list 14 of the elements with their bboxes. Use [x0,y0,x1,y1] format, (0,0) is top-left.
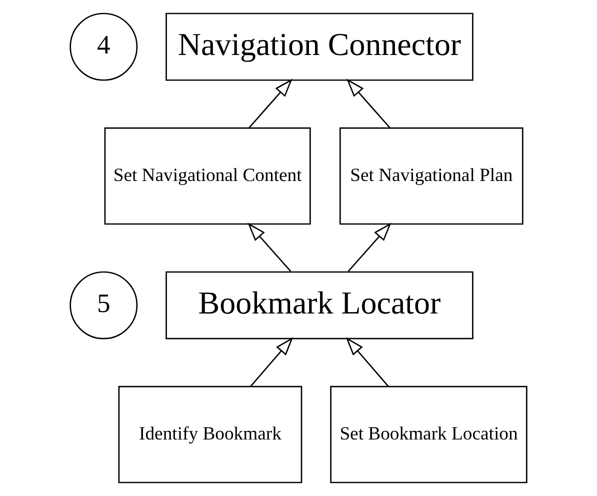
node-box: Bookmark Locator [166,271,474,340]
arrow [346,78,391,128]
arrow [248,222,292,272]
arrow [348,222,392,272]
node-box: Set Navigational Plan [339,127,524,225]
arrow [250,337,294,387]
node-circle: 5 [70,271,138,340]
arrow [346,337,389,387]
node-box: Navigation Connector [166,12,474,81]
node-box: Set Bookmark Location [330,386,528,484]
node-box: Identify Bookmark [118,386,302,484]
arrow [248,78,293,128]
node-box: Set Navigational Content [104,127,311,225]
node-circle: 4 [70,12,138,81]
